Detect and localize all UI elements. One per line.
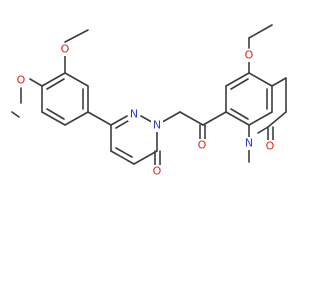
bond: [230, 78, 249, 90]
bond: [248, 24, 273, 39]
bond: [46, 108, 65, 120]
bond: [225, 72, 250, 87]
atom-label: O: [198, 139, 207, 152]
atom-n-pyridazinone-2: N: [151, 119, 163, 132]
atom-n-pyridazinone-1: N: [128, 108, 140, 121]
bond: [267, 111, 287, 128]
bond: [41, 72, 66, 87]
molecule-structure: O O N N O O O O: [11, 24, 287, 178]
bond: [202, 111, 227, 126]
atom-n-lactam: N: [243, 137, 255, 150]
atom-o-lactam: O: [264, 140, 276, 153]
atom-label: O: [61, 43, 70, 56]
atom-o-oxazine: O: [243, 49, 255, 62]
bond: [87, 111, 112, 126]
bond: [11, 111, 20, 118]
bond: [64, 29, 89, 43]
atom-label-layer: O O N N O O O O: [15, 43, 276, 178]
atom-o-methoxy-lower: O: [15, 74, 27, 87]
bond-layer: [11, 24, 287, 167]
atom-o-pyridazinone: O: [151, 165, 163, 178]
structure-canvas: O O N N O O O O: [11, 24, 287, 178]
bond: [225, 111, 250, 126]
atom-label: O: [17, 74, 26, 87]
bond: [46, 78, 65, 90]
bond: [179, 111, 204, 126]
atom-label: N: [130, 108, 138, 121]
atom-o-ketone: O: [196, 139, 208, 152]
atom-label: N: [245, 137, 253, 150]
bond: [248, 111, 273, 126]
bond: [248, 72, 273, 87]
atom-label: O: [266, 140, 275, 153]
bond: [64, 72, 89, 87]
atom-o-methoxy-upper: O: [59, 43, 71, 56]
atom-label: N: [153, 119, 161, 132]
bond: [41, 111, 66, 126]
bond: [115, 120, 129, 129]
bond: [115, 147, 133, 158]
bond: [64, 111, 89, 126]
bond: [133, 150, 158, 165]
bond: [257, 126, 269, 134]
bond: [271, 77, 287, 87]
atom-label: O: [153, 165, 162, 178]
bond: [110, 150, 135, 165]
bond: [230, 108, 249, 120]
atom-label: O: [245, 49, 254, 62]
bond: [29, 78, 43, 87]
bond: [110, 115, 128, 126]
